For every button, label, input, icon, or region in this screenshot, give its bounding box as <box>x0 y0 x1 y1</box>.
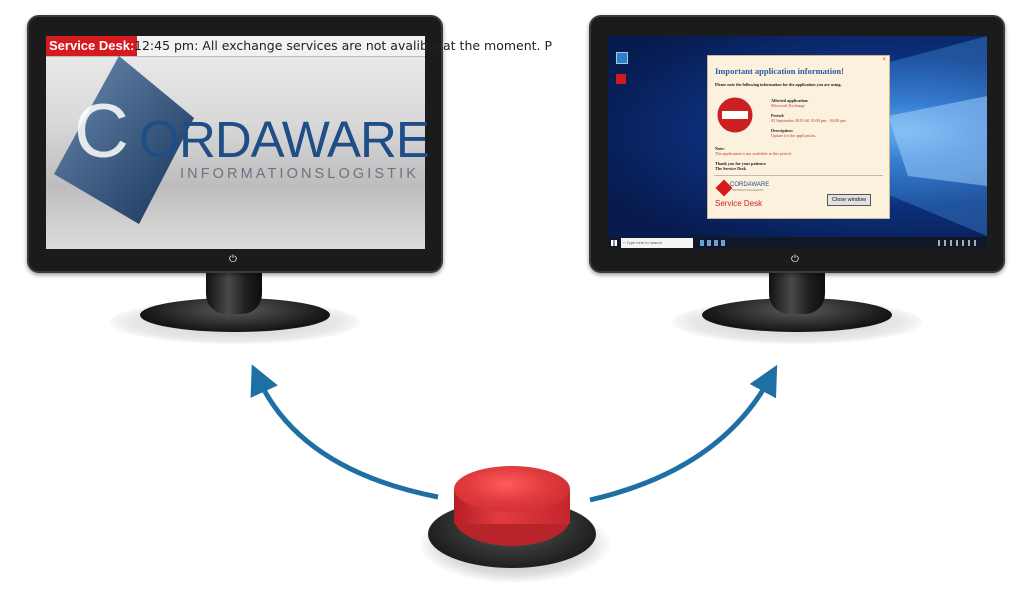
left-monitor-neck <box>206 268 262 314</box>
button-cap-top <box>454 466 570 512</box>
acrobat-desktop-icon[interactable] <box>616 74 626 84</box>
power-icon[interactable]: ⏻ <box>229 254 237 265</box>
right-arrow <box>589 364 778 503</box>
mini-logo-sub: INFORMATIONSLOGISTIK <box>732 189 764 192</box>
left-monitor-bezel: Service Desk: 12:45 pm: All exchange ser… <box>27 15 552 273</box>
note-value: The application is not available in this… <box>715 151 792 156</box>
no-entry-icon <box>716 96 754 134</box>
affected-label: Affected application: <box>771 98 809 103</box>
description-label: Description: <box>771 128 794 133</box>
right-monitor-screen: × Important application information! Ple… <box>608 36 987 249</box>
description-value: Update for the application. <box>771 133 816 138</box>
close-window-button[interactable]: Close window <box>827 194 871 206</box>
dialog-title: Important application information! <box>715 66 844 76</box>
taskbar-search-box[interactable]: ○ Type here to search <box>621 238 693 248</box>
close-icon[interactable]: × <box>882 57 886 63</box>
left-arrow <box>250 364 439 500</box>
system-tray[interactable] <box>938 240 978 246</box>
ticker-label: Service Desk: <box>46 36 138 56</box>
note-label: Note: <box>715 146 725 151</box>
thanks-line2: The Service Desk <box>715 166 746 171</box>
service-desk-label: Service Desk <box>715 199 763 208</box>
windows-start-icon[interactable] <box>611 240 617 246</box>
dialog-intro: Please note the following information fo… <box>715 82 842 87</box>
mini-logo-text: CORDAWARE <box>730 182 770 188</box>
logo-wordmark: RDAWARE <box>179 111 430 168</box>
dialog-divider <box>714 175 883 176</box>
cordaware-logo-graphic <box>54 56 194 224</box>
taskbar-app-icons[interactable] <box>700 240 726 246</box>
search-placeholder: Type here to search <box>626 240 662 245</box>
affected-value: Microsoft Exchange <box>771 103 806 108</box>
logo-letter-c: C <box>74 89 129 174</box>
right-monitor-neck <box>769 268 825 314</box>
left-monitor-screen: Service Desk: 12:45 pm: All exchange ser… <box>46 36 552 249</box>
logo-letter-o: O <box>139 111 180 169</box>
logo-tagline: INFORMATIONSLOGISTIK <box>180 166 419 182</box>
period-label: Period: <box>771 113 785 118</box>
ticker-message: 12:45 pm: All exchange services are not … <box>134 38 553 53</box>
edge-desktop-icon[interactable] <box>616 52 628 64</box>
power-icon[interactable]: ⏻ <box>791 254 799 265</box>
thanks-line1: Thank you for your patience <box>715 161 767 166</box>
service-desk-ticker: Service Desk: 12:45 pm: All exchange ser… <box>46 36 552 57</box>
search-icon: ○ <box>623 240 626 245</box>
info-dialog: × Important application information! Ple… <box>707 55 890 219</box>
windows-taskbar: ○ Type here to search <box>608 237 987 249</box>
right-monitor-bezel: × Important application information! Ple… <box>589 15 1005 273</box>
period-value: 03 September 2019 till 10:00 pm - 04:00 … <box>771 118 846 123</box>
